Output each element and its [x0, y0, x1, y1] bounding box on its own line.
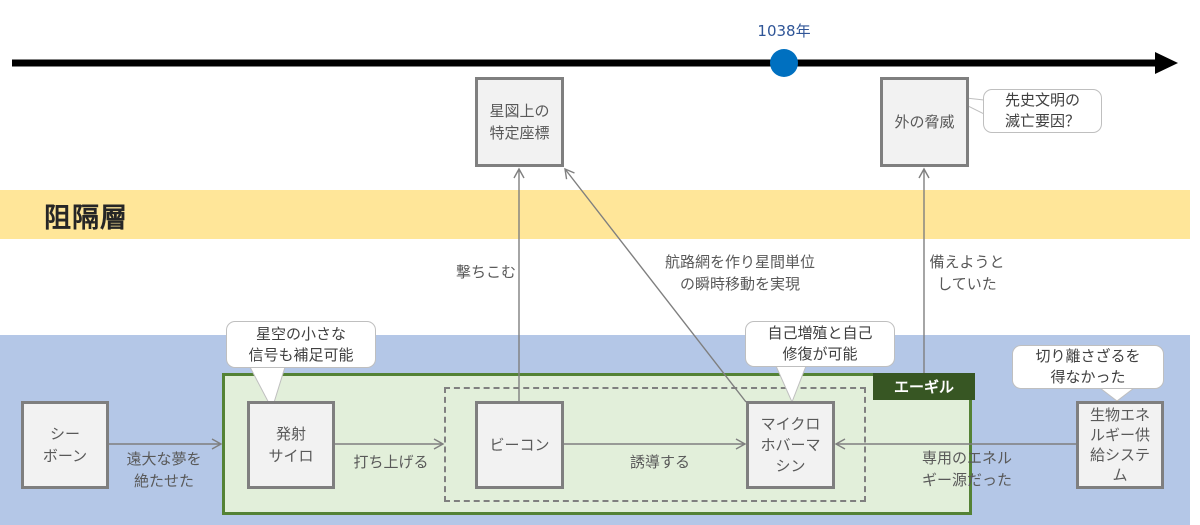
node-bio-energy-system[interactable]: 生物エネ ルギー供 給システ ム [1076, 401, 1164, 489]
timeline-arrowhead [1155, 52, 1178, 74]
node-star-coordinates[interactable]: 星図上の 特定座標 [475, 77, 564, 167]
node-launch-silo[interactable]: 発射 サイロ [247, 401, 335, 489]
barrier-layer-title: 阻隔層 [44, 203, 128, 234]
callout-tail-inseparable [1098, 387, 1136, 402]
timeline-marker-dot [770, 49, 798, 77]
callout-small-signal: 星空の小さな 信号も補足可能 [226, 321, 376, 368]
barrier-layer-band [0, 190, 1190, 239]
edge-microhover-to-star-coords [564, 167, 747, 403]
callout-tail-self-replicate [775, 365, 807, 404]
callout-ancient-civilization: 先史文明の 滅亡要因？ [983, 89, 1102, 133]
edge-label-guide: 誘導する [629, 453, 690, 471]
edge-label-prepare: 備えようと していた [929, 253, 1005, 293]
edge-label-shoot-in: 撃ちこむ [455, 263, 516, 281]
edge-label-crushed-dream: 遠大な夢を 絶たせた [126, 450, 202, 490]
node-outer-threat[interactable]: 外の脅威 [880, 77, 969, 167]
timeline-marker-label: 1038年 [757, 22, 811, 40]
edge-label-energy-source: 専用のエネル ギー源だった [921, 449, 1012, 489]
aegir-container-title: エーギル [873, 373, 975, 400]
callout-self-replicate: 自己増殖と自己 修復が可能 [745, 321, 895, 367]
node-beacon[interactable]: ビーコン [475, 401, 564, 489]
callout-inseparable: 切り離さざるを 得なかった [1012, 345, 1164, 389]
edge-label-route-network: 航路網を作り星間単位 の瞬時移動を実現 [664, 253, 815, 293]
edge-label-launch-up: 打ち上げる [353, 453, 429, 471]
node-micro-hover-machine[interactable]: マイクロ ホバーマ シン [746, 401, 835, 489]
node-seaborne[interactable]: シー ボーン [21, 401, 109, 489]
